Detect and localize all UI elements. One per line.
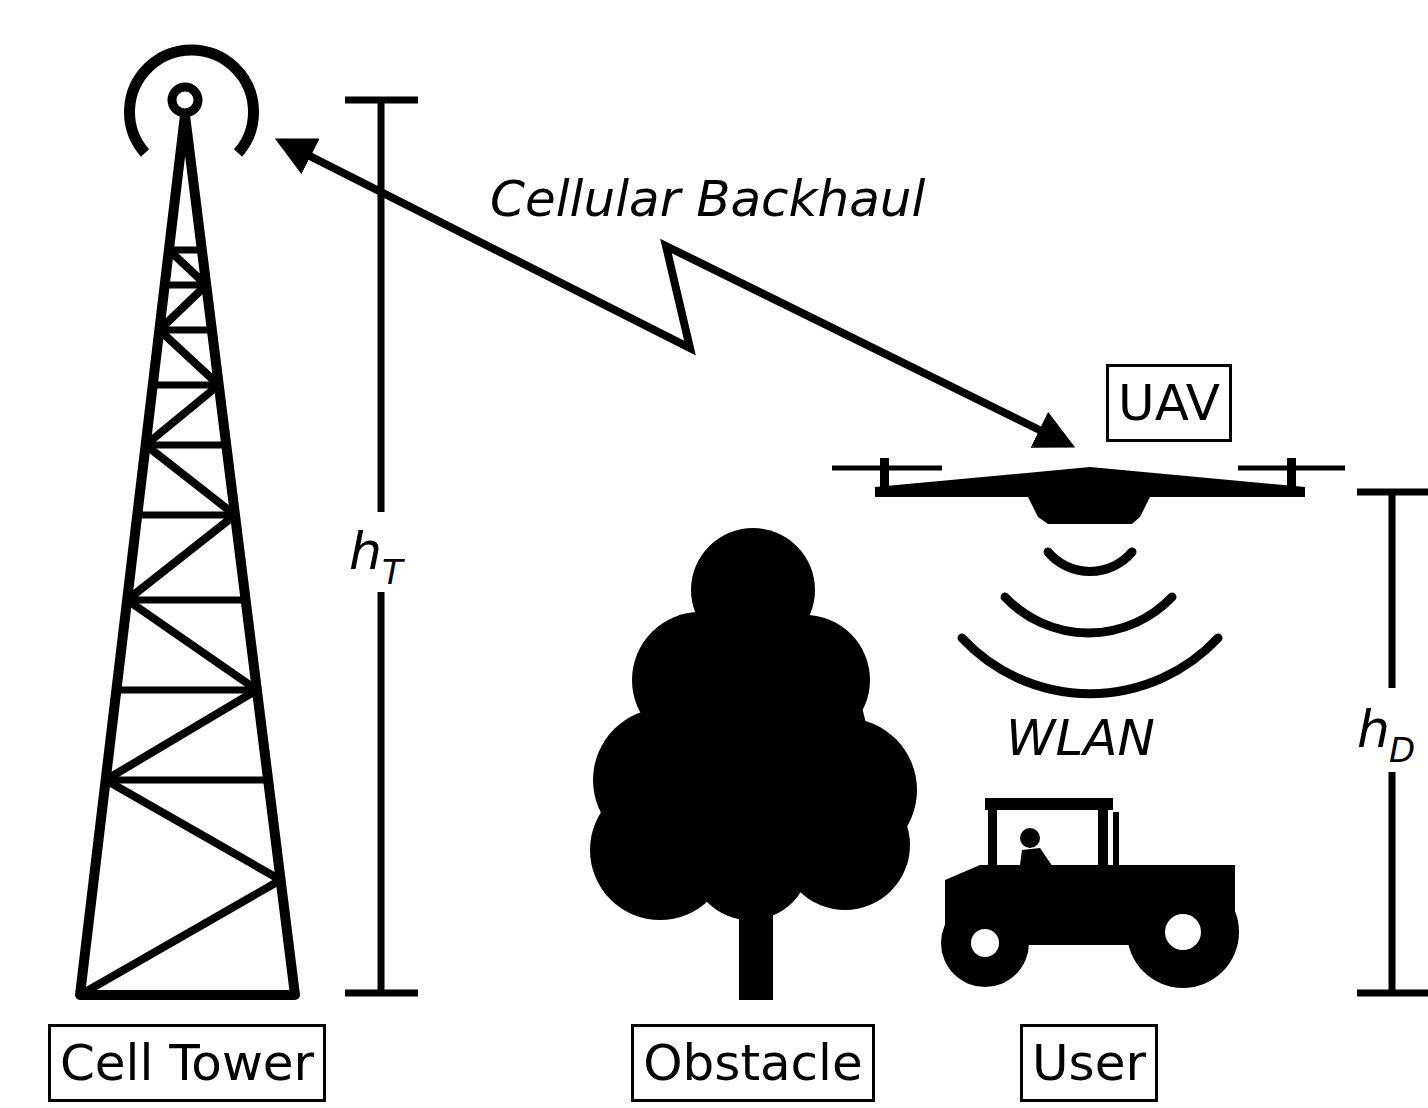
- link-label: WLAN: [1006, 713, 1155, 763]
- dimension-line: [1357, 492, 1428, 993]
- cell-tower: [80, 50, 295, 995]
- backhaul-arrow: [282, 142, 1068, 444]
- dimension-subscript: T: [382, 555, 403, 589]
- dimension-symbol: h: [1357, 703, 1390, 755]
- wlan-waves: [962, 552, 1218, 694]
- box-label: User: [1032, 1038, 1146, 1088]
- label-box: Cell Tower: [48, 1024, 326, 1102]
- box-label: UAV: [1118, 378, 1220, 428]
- tractor-user: [941, 798, 1239, 988]
- label-box: UAV: [1106, 364, 1232, 442]
- uav-drone: [832, 458, 1345, 524]
- label-box: User: [1020, 1024, 1158, 1102]
- box-label: Cell Tower: [60, 1038, 314, 1088]
- label-box: Obstacle: [631, 1024, 875, 1102]
- link-label: Cellular Backhaul: [490, 174, 925, 224]
- box-label: Obstacle: [643, 1038, 863, 1088]
- dimension-line: [345, 100, 418, 993]
- tree-obstacle: [590, 528, 917, 1000]
- dimension-subscript: D: [1389, 733, 1415, 767]
- dimension-symbol: h: [349, 525, 382, 577]
